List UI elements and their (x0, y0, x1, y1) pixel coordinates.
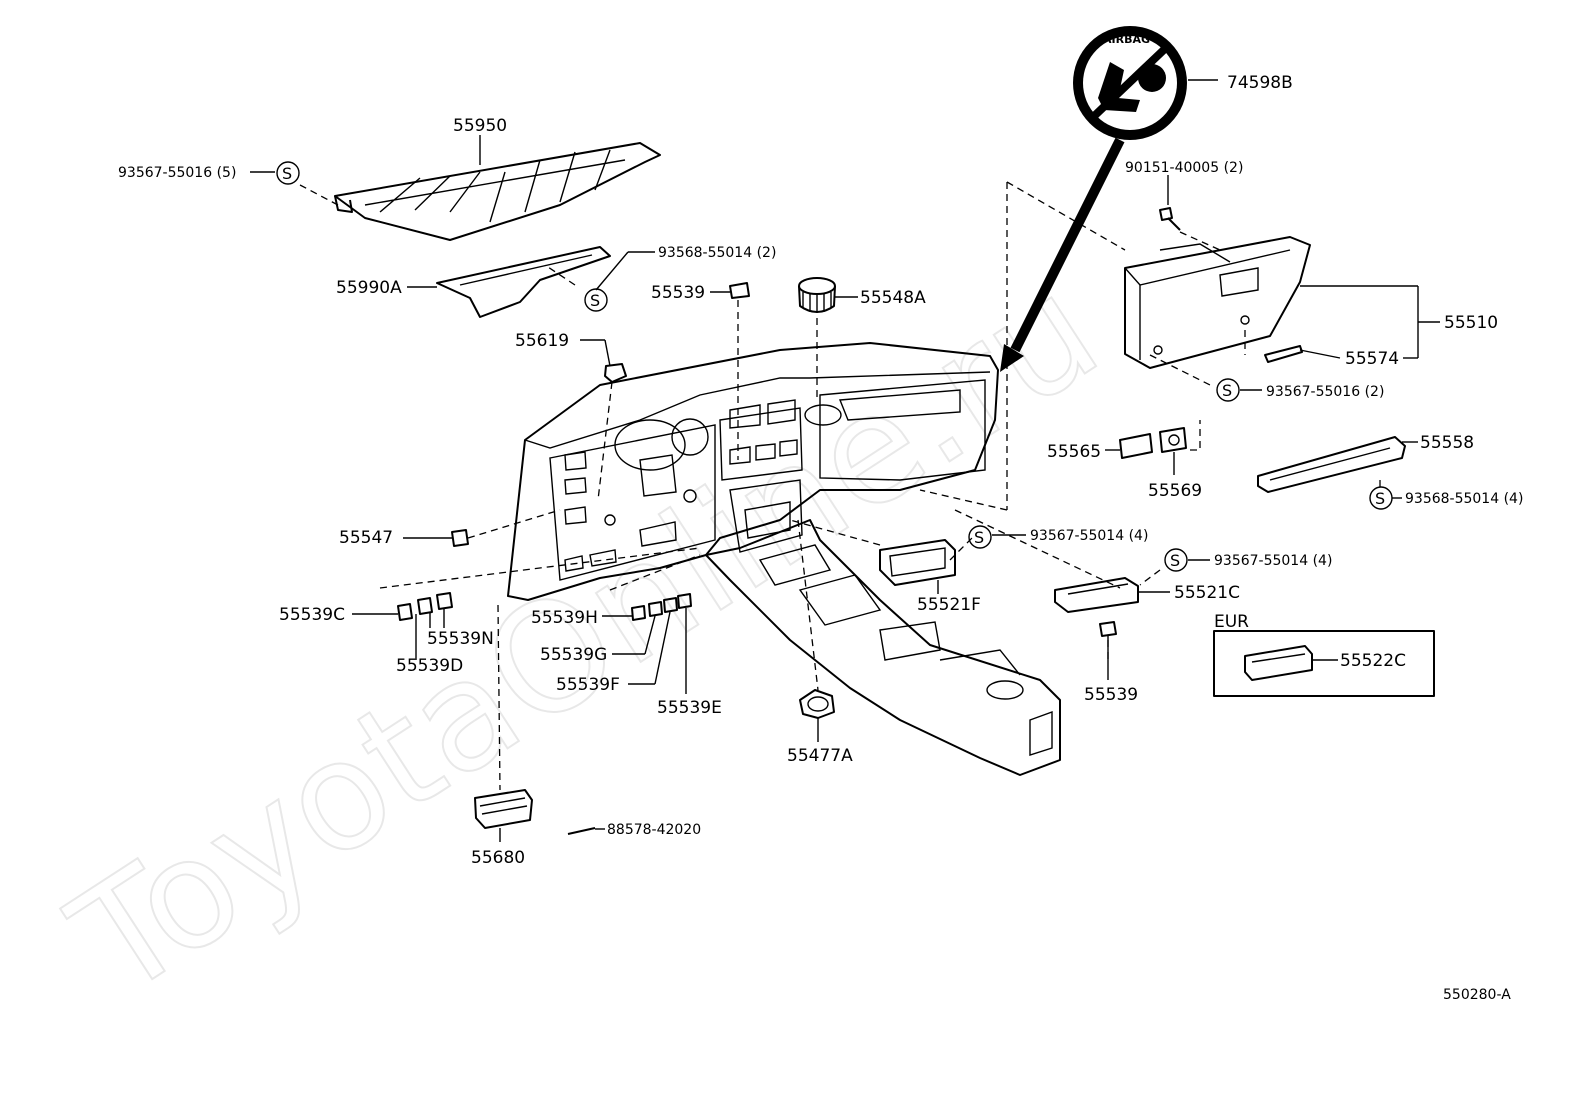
part-55558-bar[interactable] (1257, 436, 1406, 493)
label-55521C: 55521C (1174, 583, 1240, 603)
part-55477A-knob[interactable] (799, 689, 835, 719)
part-55521F-vent[interactable] (879, 539, 956, 586)
label-55539-top: 55539 (651, 283, 705, 303)
s-symbol-5: S (968, 525, 992, 549)
label-55510: 55510 (1444, 313, 1498, 333)
label-55521F: 55521F (917, 595, 981, 615)
part-55990A-panel[interactable] (436, 246, 611, 318)
part-55522C-vent[interactable] (1244, 645, 1313, 681)
label-55680: 55680 (471, 848, 525, 868)
s-symbol-6: S (1164, 548, 1188, 572)
label-93567-5: 93567-55016 (5) (118, 165, 236, 181)
label-55539F: 55539F (556, 675, 620, 695)
eur-variant-box: EUR (1213, 612, 1435, 697)
label-55990A: 55990A (336, 278, 402, 298)
label-55548A: 55548A (860, 288, 926, 308)
s-symbol-3: S (1216, 378, 1240, 402)
watermark: ToyotaOnline.ru (44, 243, 1127, 1031)
label-55539-lower: 55539 (1084, 685, 1138, 705)
part-55539F-switch[interactable] (663, 597, 678, 613)
svg-text:S: S (974, 528, 984, 547)
s-symbol-1: S (276, 161, 300, 185)
label-55539C: 55539C (279, 605, 345, 625)
label-93567-4b: 93567-55014 (4) (1214, 553, 1332, 569)
part-55565[interactable] (1119, 433, 1153, 459)
part-55574-bolt[interactable] (1264, 345, 1303, 363)
svg-text:S: S (590, 291, 600, 310)
label-93567-4a: 93567-55014 (4) (1030, 528, 1148, 544)
part-55950-duct[interactable] (334, 142, 661, 241)
diagram-code: 550280-A (1443, 987, 1511, 1003)
label-88578: 88578-42020 (607, 822, 701, 838)
part-55521C-vent[interactable] (1054, 577, 1139, 613)
part-55539-clip-top[interactable] (729, 282, 750, 299)
label-93568-2: 93568-55014 (2) (658, 245, 776, 261)
part-55539D-switch[interactable] (417, 597, 433, 615)
part-55680-box[interactable] (474, 789, 533, 829)
eur-box-label: EUR (1214, 612, 1249, 632)
part-55548A-knob[interactable] (798, 277, 836, 313)
part-55569[interactable] (1159, 427, 1187, 453)
label-55539E: 55539E (657, 698, 722, 718)
label-55539G: 55539G (540, 645, 607, 665)
svg-text:S: S (1375, 489, 1385, 508)
svg-text:S: S (1222, 381, 1232, 400)
label-55547: 55547 (339, 528, 393, 548)
label-55569: 55569 (1148, 481, 1202, 501)
part-55539E-switch[interactable] (677, 593, 692, 609)
label-93568-4: 93568-55014 (4) (1405, 491, 1523, 507)
label-55539D: 55539D (396, 656, 463, 676)
part-labels: 74598B 90151-40005 (2) 55950 93567-55016… (118, 73, 1523, 1003)
part-55539-clip-lower[interactable] (1099, 621, 1117, 637)
svg-text:S: S (1170, 551, 1180, 570)
label-90151: 90151-40005 (2) (1125, 160, 1243, 176)
part-55539C-switch[interactable] (397, 603, 413, 621)
dashboard-assembly[interactable] (507, 342, 999, 601)
label-55558: 55558 (1420, 433, 1474, 453)
part-90151-screw[interactable] (1159, 207, 1181, 231)
label-93567-2: 93567-55016 (2) (1266, 384, 1384, 400)
part-55510-glovebox[interactable] (1124, 236, 1311, 369)
s-symbol-2: S (584, 288, 608, 312)
s-symbol-4: S (1369, 486, 1393, 510)
label-55539H: 55539H (531, 608, 598, 628)
label-55565: 55565 (1047, 442, 1101, 462)
label-55950: 55950 (453, 116, 507, 136)
label-55522C: 55522C (1340, 651, 1406, 671)
label-55574: 55574 (1345, 349, 1399, 369)
svg-text:S: S (282, 164, 292, 183)
part-55619-grommet[interactable] (604, 363, 627, 383)
label-74598B: 74598B (1227, 73, 1293, 93)
airbag-warning-icon[interactable]: AIRBAG (1073, 26, 1187, 140)
center-console[interactable] (705, 479, 1061, 776)
label-55477A: 55477A (787, 746, 853, 766)
label-55619: 55619 (515, 331, 569, 351)
part-55539N-switch[interactable] (436, 592, 453, 610)
leader-lines (250, 135, 1440, 842)
label-55539N: 55539N (427, 629, 494, 649)
part-88578-cable[interactable] (567, 827, 596, 835)
part-55547[interactable] (451, 529, 469, 547)
part-55539H-switch[interactable] (631, 605, 646, 621)
part-55539G-switch[interactable] (648, 601, 663, 617)
airbag-icon-text: AIRBAG (1103, 33, 1150, 46)
